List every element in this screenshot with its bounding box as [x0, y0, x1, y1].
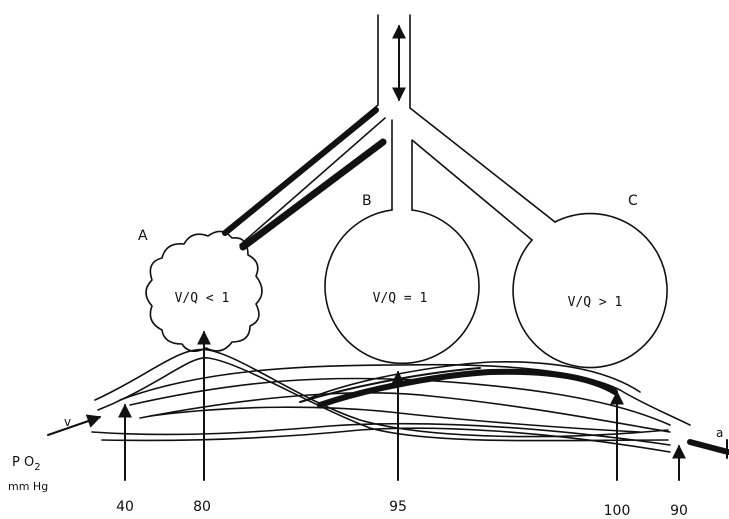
alveolus-b-ratio: V/Q = 1 — [373, 291, 428, 306]
po2-value-a-venous: 40 — [116, 499, 134, 515]
po2-unit: mm Hg — [8, 480, 48, 493]
alveolus-a-ratio: V/Q < 1 — [175, 291, 230, 306]
venous-label: v — [64, 415, 71, 429]
arterial-outflow-line — [687, 439, 729, 455]
po2-value-a: 80 — [193, 499, 211, 515]
arterial-label: a — [716, 426, 723, 440]
alveolus-c-ratio: V/Q > 1 — [568, 295, 623, 310]
alveolus-b — [324, 209, 480, 365]
po2-value-b: 95 — [389, 499, 407, 515]
po2-label: P O2 — [12, 455, 41, 473]
alveolus-c-label: C — [628, 193, 638, 209]
alveolus-a-label: A — [138, 228, 148, 244]
alveolus-c — [512, 212, 668, 369]
po2-measurement-arrows — [118, 330, 686, 481]
alveolus-b-label: B — [362, 193, 372, 209]
capillary-network — [91, 348, 691, 453]
airway-tree — [222, 14, 556, 251]
alveolus-a — [145, 230, 263, 352]
venous-inflow-arrow — [47, 414, 102, 436]
po2-value-arterial: 90 — [670, 503, 688, 519]
po2-value-c: 100 — [604, 503, 631, 519]
